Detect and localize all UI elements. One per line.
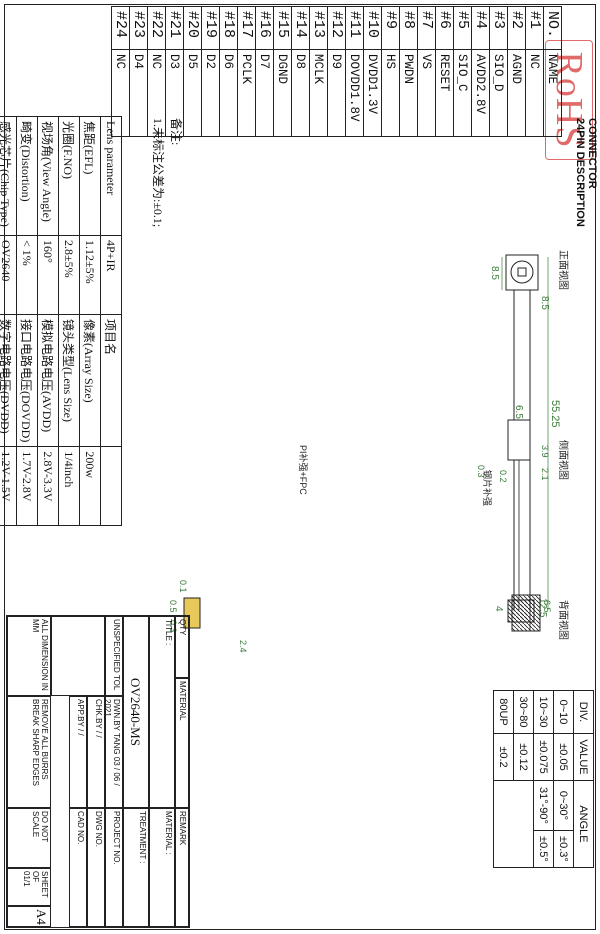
dim-back-6-5: 6.5 (542, 600, 552, 613)
dim-side-3-9: 3.9 (540, 445, 550, 458)
dim-back-0-3: 0.3 (168, 620, 178, 633)
side-view-label: 侧面视图 (557, 440, 570, 480)
front-view-label: 正面视图 (557, 250, 570, 290)
back-connector (183, 597, 201, 629)
title-block: QTY MATERIAL REMARK TITLE : OV2640-MS MA… (6, 615, 190, 928)
dim-connector-width-label: 4 (493, 606, 504, 612)
dim-fpc-width-label: 6.5 (513, 405, 524, 419)
steel-plate-label: 钢片补强 (482, 470, 493, 506)
part-name: OV2640-MS (123, 616, 149, 808)
side-lens-holder (507, 419, 531, 461)
back-lens-holder (511, 594, 541, 632)
dim-head-height-label: 8.5 (539, 296, 550, 310)
dim-back-0-5: 0.5 (168, 600, 178, 613)
lens-circle (510, 260, 534, 284)
dim-back-2-4: 2.4 (238, 640, 248, 653)
pi-fpc-label: PI补强+FPC (298, 445, 309, 495)
back-view-label: 背面视图 (557, 600, 570, 640)
dim-connector-height-label: 12.5 (537, 598, 548, 618)
dim-side-0-2: 0.2 (498, 470, 508, 483)
dim-side-0-3: 0.3 (476, 465, 486, 478)
dim-back-0-1: 0.1 (178, 580, 188, 593)
dim-head-width-label: 8.5 (489, 266, 500, 280)
dim-side-2-1: 2.1 (540, 468, 550, 481)
dim-total-length-label: 55.25 (549, 400, 561, 428)
